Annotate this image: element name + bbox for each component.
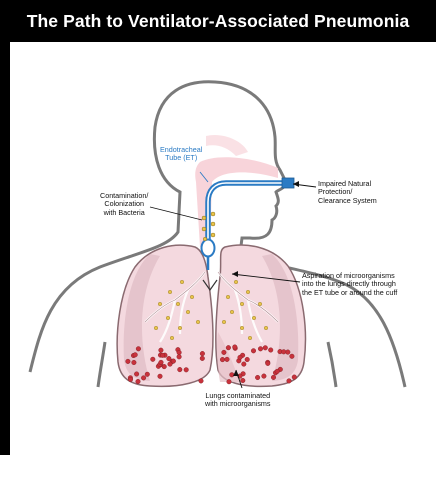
left-border xyxy=(0,0,10,455)
yellow-bacterium xyxy=(230,310,234,314)
red-bacterium xyxy=(151,357,156,362)
red-bacterium xyxy=(200,351,205,356)
yellow-bacterium xyxy=(190,295,194,299)
contamination-leader xyxy=(150,207,202,220)
red-bacterium xyxy=(281,350,286,355)
yellow-bacterium xyxy=(240,326,244,330)
yellow-bacterium xyxy=(180,280,184,284)
red-bacterium xyxy=(286,350,291,355)
red-bacterium xyxy=(178,367,183,372)
red-bacterium xyxy=(167,356,172,361)
lungs-label-line2: with microorganisms xyxy=(205,400,271,408)
aspiration-label-line3: the ET tube or around the cuff xyxy=(302,289,397,297)
yellow-bacterium xyxy=(166,316,170,320)
red-bacterium xyxy=(262,374,267,379)
title-bar: The Path to Ventilator-Associated Pneumo… xyxy=(0,0,436,42)
red-bacterium xyxy=(134,372,139,377)
red-bacterium xyxy=(177,350,182,355)
red-bacterium xyxy=(199,379,204,384)
red-bacterium xyxy=(159,348,164,353)
red-bacterium xyxy=(158,374,163,379)
lungs-contaminated-label: Lungs contaminated with microorganisms xyxy=(205,392,271,409)
red-bacterium xyxy=(271,375,276,380)
yellow-bacterium xyxy=(264,326,268,330)
yellow-bacterium xyxy=(178,326,182,330)
red-bacterium xyxy=(177,355,182,360)
yellow-bacterium xyxy=(258,302,262,306)
yellow-bacterium xyxy=(222,320,226,324)
yellow-bacterium xyxy=(154,326,158,330)
red-bacterium xyxy=(266,361,271,366)
red-bacterium xyxy=(226,345,231,350)
red-bacterium xyxy=(230,373,235,378)
red-bacterium xyxy=(141,376,146,381)
yellow-bacterium xyxy=(226,295,230,299)
yellow-bacterium xyxy=(170,336,174,340)
yellow-bacterium xyxy=(186,310,190,314)
yellow-bacterium xyxy=(196,320,200,324)
red-bacterium xyxy=(251,349,256,354)
red-bacterium xyxy=(222,350,227,355)
red-bacterium xyxy=(128,377,133,382)
red-bacterium xyxy=(255,375,260,380)
yellow-bacterium xyxy=(176,302,180,306)
et-tube-label-line2: Tube (ET) xyxy=(160,154,202,162)
red-bacterium xyxy=(159,360,164,365)
red-bacterium xyxy=(268,348,273,353)
right-arm-line xyxy=(328,342,336,387)
red-bacterium xyxy=(275,369,280,374)
impaired-label: Impaired Natural Protection/ Clearance S… xyxy=(318,180,377,205)
red-bacterium xyxy=(133,353,138,358)
red-bacterium xyxy=(263,346,268,351)
yellow-bacterium xyxy=(246,290,250,294)
airway-upper xyxy=(206,135,248,156)
red-bacterium xyxy=(258,347,263,352)
red-bacterium xyxy=(245,357,250,362)
figure-title: The Path to Ventilator-Associated Pneumo… xyxy=(27,11,410,32)
red-bacterium xyxy=(145,372,150,377)
red-bacterium xyxy=(200,356,205,361)
yellow-bacterium xyxy=(168,290,172,294)
red-bacterium xyxy=(227,379,232,384)
red-bacterium xyxy=(171,359,176,364)
et-tube-label: Endotracheal Tube (ET) xyxy=(160,146,202,163)
yellow-bacterium xyxy=(234,280,238,284)
red-bacterium xyxy=(220,357,225,362)
red-bacterium xyxy=(136,379,141,384)
red-bacterium xyxy=(287,379,292,384)
yellow-bacterium xyxy=(240,302,244,306)
impaired-label-line3: Clearance System xyxy=(318,197,377,205)
red-bacterium xyxy=(132,360,137,365)
bottom-whitespace xyxy=(0,455,436,483)
red-bacterium xyxy=(241,378,246,383)
red-bacterium xyxy=(126,359,131,364)
red-bacterium xyxy=(242,362,247,367)
contamination-label-line3: with Bacteria xyxy=(100,209,148,217)
contamination-label: Contamination/ Colonization with Bacteri… xyxy=(100,192,148,217)
red-bacterium xyxy=(160,353,165,358)
left-arm-line xyxy=(98,342,105,387)
tube-connector xyxy=(282,178,294,188)
yellow-bacterium xyxy=(158,302,162,306)
red-bacterium xyxy=(238,355,243,360)
red-bacterium xyxy=(184,368,189,373)
red-bacterium xyxy=(225,357,230,362)
red-bacterium xyxy=(290,354,295,359)
red-bacterium xyxy=(233,345,238,350)
tube-cuff xyxy=(202,240,215,257)
yellow-bacterium xyxy=(252,316,256,320)
yellow-bacterium xyxy=(248,336,252,340)
red-bacterium xyxy=(136,347,141,352)
red-bacterium xyxy=(292,375,297,380)
aspiration-label: Aspiration of microorganisms into the lu… xyxy=(302,272,397,297)
